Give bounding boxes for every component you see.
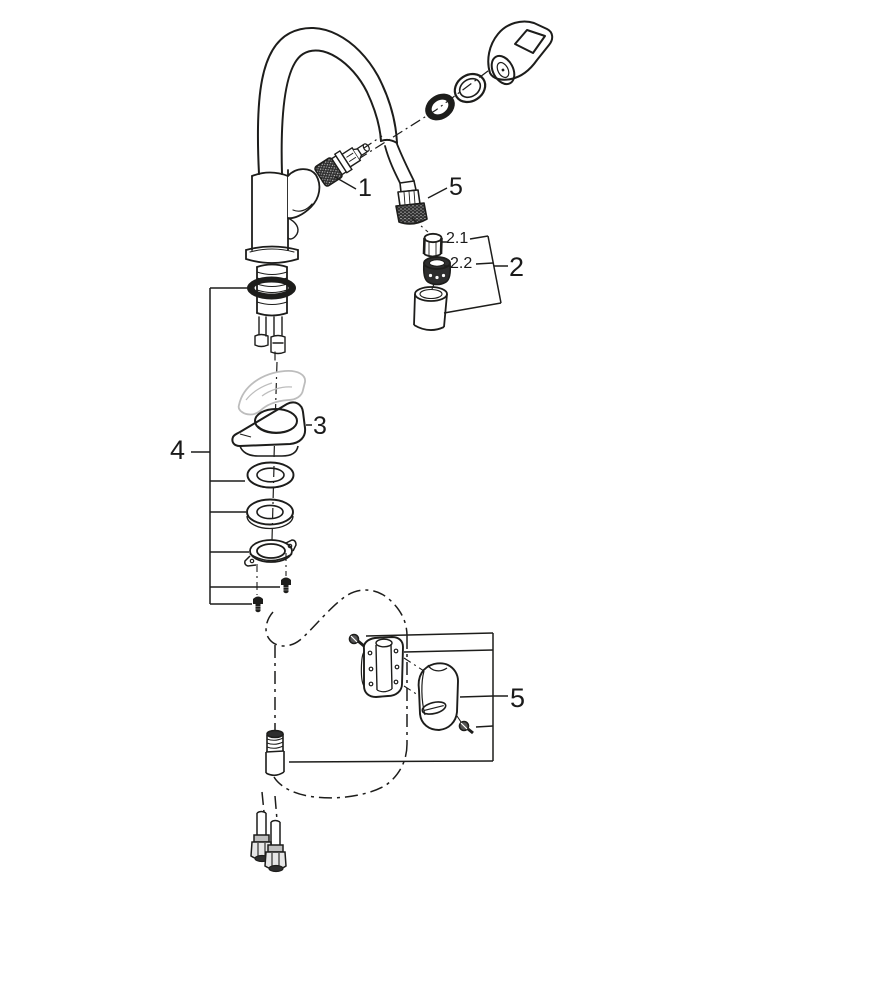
handle-ring-large: [453, 72, 487, 104]
check-valve-axis: [363, 135, 383, 149]
inline-hose-connector: [265, 729, 285, 777]
clamp-screw-bottom: [458, 720, 474, 735]
callout-label-5-bottom: 5: [510, 683, 526, 713]
callout-label-2: 2: [509, 252, 525, 282]
washer-part: [246, 461, 295, 489]
pullout-hose-path: [261, 589, 408, 821]
callout-1-leader: [334, 176, 357, 190]
ghost-rotation-part: [237, 369, 306, 416]
fixing-screw-right: [281, 577, 291, 594]
handle-ring-small: [425, 93, 455, 121]
mousseur-sleeve-part: [413, 286, 448, 331]
callout-2-bracket: [441, 235, 508, 314]
mounting-flange-part: [244, 539, 297, 567]
mousseur-insert-part: [422, 232, 443, 258]
callout-4-bracket: [191, 287, 280, 605]
screw-axis-lines: [256, 553, 287, 595]
base-washer-part: [246, 498, 294, 530]
callout-label-3: 3: [313, 412, 327, 440]
lever-handle: [487, 20, 554, 86]
mounting-wedge-part: [231, 401, 307, 457]
callout-5-top-leader: [427, 187, 448, 199]
faucet-spout: [256, 27, 415, 184]
pullout-hose-connector-top: [395, 180, 428, 225]
supply-hose-right: [264, 819, 287, 873]
callout-label-1: 1: [358, 174, 372, 202]
callout-label-2-1: 2.1: [446, 230, 469, 247]
callout-label-4: 4: [170, 435, 186, 465]
flow-restrictor-part: [422, 256, 452, 286]
faucet-body: [245, 168, 321, 361]
hose-weight-half: [417, 662, 459, 731]
clamp-screw-top: [348, 633, 365, 648]
hose-guide-half: [360, 636, 404, 698]
fixing-screw-left: [253, 596, 263, 613]
callout-label-2-2: 2.2: [450, 255, 473, 272]
o-ring-part: [247, 276, 296, 300]
callout-label-5-top: 5: [449, 173, 463, 201]
callout-5-bottom-bracket: [288, 632, 508, 763]
check-valve-part: [314, 143, 370, 187]
